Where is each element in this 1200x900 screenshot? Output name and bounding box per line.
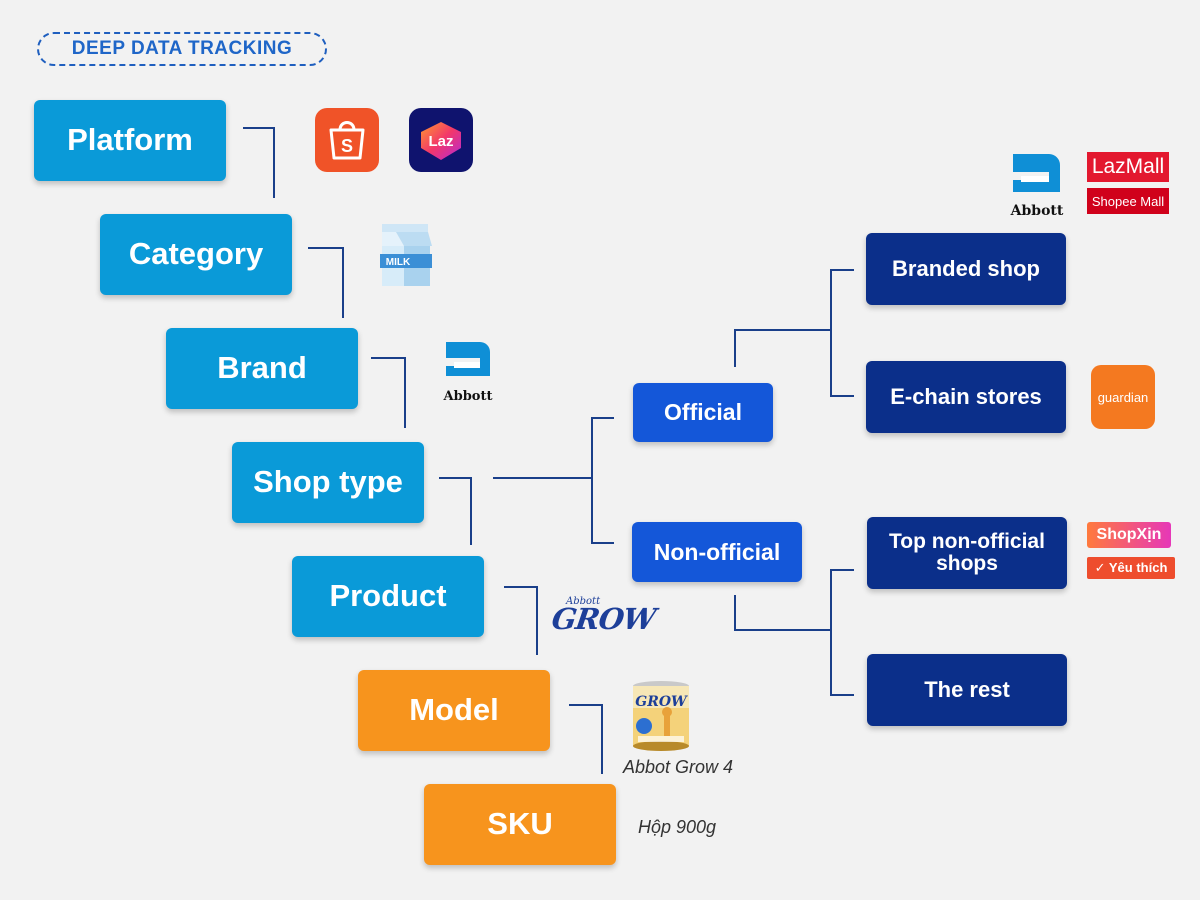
connector-nonofficial-split [734,595,831,631]
shop-type-non-official: Non-official [632,522,802,582]
connector-category-brand [308,247,344,318]
level-sku: SKU [424,784,616,865]
lazada-logo: Laz [409,108,473,172]
connector-model-sku [569,704,603,774]
grow-big-text: GROW [549,602,658,636]
abbott-grow-logo: Abbott GROW [550,596,657,636]
svg-text:Laz: Laz [428,133,453,150]
level-model: Model [358,670,550,751]
connector-to-official-leaves [830,269,854,397]
grow-small-text: Abbott [566,596,601,607]
shopee-logo: S [315,108,379,172]
product-can-image: GROW [630,680,692,752]
connector-to-official [591,417,614,544]
connector-official-split [734,329,831,367]
sku-caption: Hộp 900g [638,817,717,837]
svg-text:MILK: MILK [386,257,411,268]
abbott-wordmark-corner: Abbott [1010,203,1064,219]
level-product: Product [292,556,484,637]
svg-text:GROW: GROW [635,694,688,710]
connector-platform-category [243,127,275,198]
svg-text:S: S [341,136,353,156]
milk-carton-icon: MILK [376,220,436,290]
connector-to-nonofficial-leaves [830,569,854,696]
connector-product-model [504,586,538,655]
abbott-logo-corner: Abbott [1004,150,1070,219]
shopping-bag-icon: S [329,121,365,160]
leaf-top-non-official-shops: Top non-official shops [867,517,1067,589]
leaf-e-chain-stores: E-chain stores [866,361,1066,433]
guardian-logo: guardian [1091,365,1155,429]
leaf-the-rest: The rest [867,654,1067,726]
shopee-mall-badge: Shopee Mall [1087,188,1169,214]
level-platform: Platform [34,100,226,181]
abbott-wordmark: Abbott [443,389,493,404]
shopxin-badge: ShopXịn [1087,522,1171,548]
connector-shoptype-product [439,477,472,545]
leaf-branded-shop: Branded shop [866,233,1066,305]
level-shop-type: Shop type [232,442,424,523]
level-category: Category [100,214,292,295]
model-caption: Abbot Grow 4 [623,757,734,777]
lazmall-badge: LazMall [1087,152,1169,182]
shop-type-official: Official [633,383,773,442]
connector-brand-shoptype [371,357,406,428]
page-title: DEEP DATA TRACKING [37,32,327,66]
yeu-thich-badge: ✓ Yêu thích [1087,557,1175,579]
abbott-logo: Abbott [436,336,500,404]
level-brand: Brand [166,328,358,409]
